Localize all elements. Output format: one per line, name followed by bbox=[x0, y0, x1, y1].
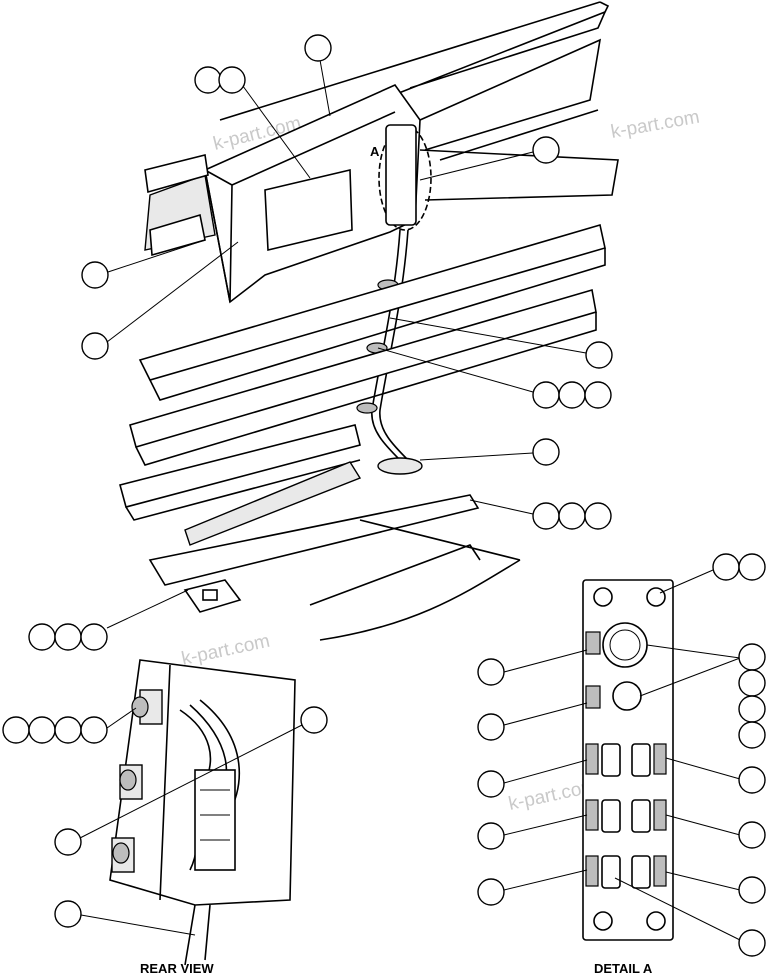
callout bbox=[477, 822, 505, 850]
callout bbox=[54, 900, 82, 928]
detail-a-callouts bbox=[477, 553, 766, 957]
callout bbox=[54, 716, 82, 744]
detail-a-screw-tr bbox=[646, 587, 666, 607]
rail-3-depth bbox=[125, 459, 361, 521]
callout bbox=[54, 623, 82, 651]
callout bbox=[532, 502, 560, 530]
callout bbox=[28, 716, 56, 744]
callout bbox=[584, 381, 612, 409]
floor-contour bbox=[309, 519, 521, 641]
rear-view-callouts bbox=[2, 706, 328, 936]
detail-a-tag-2 bbox=[585, 685, 601, 709]
detail-a-tag-1 bbox=[585, 631, 601, 655]
callout bbox=[54, 828, 82, 856]
callout bbox=[28, 623, 56, 651]
back-panel bbox=[219, 1, 607, 161]
callout bbox=[80, 623, 108, 651]
callout bbox=[304, 34, 332, 62]
detail-a-tag-7 bbox=[585, 855, 599, 887]
callout bbox=[532, 438, 560, 466]
callout bbox=[558, 502, 586, 530]
detail-a-dsub-1 bbox=[601, 743, 621, 777]
callout bbox=[558, 381, 586, 409]
rear-view-edges bbox=[159, 664, 211, 966]
cable-grommet bbox=[377, 457, 423, 475]
callout bbox=[81, 332, 109, 360]
watermark-2: k-part.com bbox=[609, 107, 701, 143]
callout bbox=[194, 66, 222, 94]
callout bbox=[738, 766, 766, 794]
rail-2-depth bbox=[135, 312, 597, 466]
console-window bbox=[264, 168, 353, 252]
watermark-3: k-part.com bbox=[180, 631, 272, 670]
callout bbox=[80, 716, 108, 744]
detail-a-view: DETAIL A bbox=[477, 553, 766, 976]
detail-a-tag-4 bbox=[653, 743, 667, 775]
rear-view-connector-block bbox=[194, 769, 236, 871]
rail-top-stub bbox=[144, 154, 209, 194]
callout bbox=[584, 502, 612, 530]
small-bracket-window bbox=[202, 589, 218, 601]
callout bbox=[477, 658, 505, 686]
callout bbox=[738, 721, 766, 749]
detail-a-dsub-6 bbox=[631, 855, 651, 889]
rear-view-nut-3 bbox=[112, 842, 130, 864]
rail-3 bbox=[119, 424, 361, 508]
detail-a-tag-8 bbox=[653, 855, 667, 887]
cable bbox=[371, 229, 401, 461]
detail-a-screw-br bbox=[646, 911, 666, 931]
detail-a-round-connector-small bbox=[612, 681, 642, 711]
connector-plate-small bbox=[385, 124, 417, 226]
callout bbox=[218, 66, 246, 94]
detail-a-marker-oval bbox=[378, 125, 432, 231]
detail-a-tag-3 bbox=[585, 743, 599, 775]
cable-clamp-3 bbox=[356, 402, 378, 414]
callout bbox=[738, 821, 766, 849]
rear-view: REAR VIEW bbox=[2, 659, 328, 976]
main-view-callouts bbox=[28, 34, 613, 651]
callout bbox=[738, 553, 766, 581]
main-assembly-view: A bbox=[28, 1, 619, 651]
callout bbox=[738, 643, 766, 671]
callout bbox=[738, 669, 766, 697]
console-box-edges bbox=[204, 111, 396, 303]
detail-a-tag-5 bbox=[585, 799, 599, 831]
callout bbox=[738, 695, 766, 723]
detail-a-screw-bl bbox=[593, 911, 613, 931]
rail-1-depth bbox=[149, 248, 606, 401]
back-panel-edge bbox=[599, 1, 610, 13]
detail-a-screw-tl bbox=[593, 587, 613, 607]
callout bbox=[477, 713, 505, 741]
detail-a-tag-6 bbox=[653, 799, 667, 831]
callout bbox=[585, 341, 613, 369]
callout bbox=[712, 553, 740, 581]
floor-plate bbox=[148, 494, 480, 586]
callout bbox=[81, 261, 109, 289]
detail-a-dsub-3 bbox=[601, 799, 621, 833]
cable-outline bbox=[379, 229, 409, 461]
callout bbox=[738, 876, 766, 904]
callout bbox=[300, 706, 328, 734]
detail-a-dsub-5 bbox=[601, 855, 621, 889]
detail-a-dsub-2 bbox=[631, 743, 651, 777]
callout bbox=[738, 929, 766, 957]
detail-a-label: DETAIL A bbox=[594, 961, 653, 976]
callout bbox=[532, 381, 560, 409]
callout bbox=[477, 878, 505, 906]
mounting-bracket bbox=[184, 461, 362, 546]
callout bbox=[2, 716, 30, 744]
detail-a-dsub-4 bbox=[631, 799, 651, 833]
callout bbox=[477, 770, 505, 798]
detail-a-marker: A bbox=[370, 144, 380, 159]
rear-view-nut-1 bbox=[131, 696, 149, 718]
detail-a-round-connector-large-inner bbox=[609, 629, 641, 661]
callout bbox=[532, 136, 560, 164]
rear-view-label: REAR VIEW bbox=[140, 961, 214, 976]
rear-view-nut-2 bbox=[119, 769, 137, 791]
